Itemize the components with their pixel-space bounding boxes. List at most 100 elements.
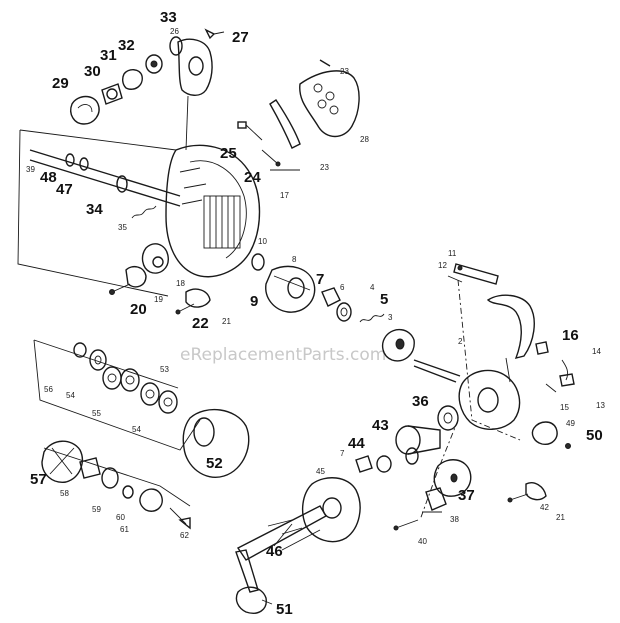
label-43: 43: [372, 417, 389, 434]
label-35: 35: [118, 223, 127, 232]
label-56: 56: [44, 385, 53, 394]
part-16-frame: [458, 294, 549, 430]
label-39: 39: [26, 165, 35, 174]
part-26-bolt: [169, 36, 183, 56]
part-43-pinion: [395, 425, 441, 465]
part-20-screw: [109, 283, 131, 295]
label-18: 18: [176, 279, 185, 288]
part-62-clip: [169, 507, 191, 530]
part-44-bearing: [376, 455, 392, 473]
label-33: 33: [160, 9, 177, 26]
part-53-drag-washer: [102, 366, 122, 390]
part-37-gear: [433, 459, 472, 497]
label-26: 26: [170, 27, 179, 36]
part-10-washer: [251, 253, 265, 271]
label-51: 51: [276, 601, 293, 618]
label-17: 17: [280, 191, 289, 200]
label-50: 50: [586, 427, 603, 444]
label-20: 20: [130, 301, 147, 318]
part-17-rotor-body: [165, 144, 261, 278]
label-16: 16: [562, 327, 579, 344]
part-25-pin: [237, 121, 263, 141]
label-27: 27: [232, 29, 249, 46]
label-31: 31: [100, 47, 117, 64]
label-23-mid: 23: [320, 163, 329, 172]
leader-lines: [261, 169, 321, 605]
part-11-handle-rod: [453, 263, 499, 285]
label-10: 10: [258, 237, 267, 246]
label-57: 57: [30, 471, 47, 488]
label-28: 28: [360, 135, 369, 144]
label-60: 60: [116, 513, 125, 522]
label-7-bottom: 7: [340, 449, 345, 458]
part-12-screw: [447, 275, 463, 283]
label-23-top: 23: [340, 67, 349, 76]
label-7-top: 7: [316, 271, 324, 288]
part-6-washer: [336, 302, 352, 322]
label-34: 34: [86, 201, 103, 218]
part-7-nut: [321, 287, 341, 307]
label-38: 38: [450, 515, 459, 524]
part-35-spring: [131, 205, 157, 219]
part-36-gear: [437, 405, 459, 431]
part-28-side-cover: [299, 59, 360, 138]
label-3: 3: [388, 313, 393, 322]
label-54-a: 54: [66, 391, 75, 400]
part-23-rod: [269, 99, 301, 149]
axis-line: [419, 279, 521, 521]
part-53b-washer: [158, 390, 178, 414]
part-58-nut: [79, 457, 101, 479]
part-4-spring: [359, 313, 385, 323]
label-40: 40: [418, 537, 427, 546]
label-32: 32: [118, 37, 135, 54]
part-46-handle-arm: [236, 505, 327, 561]
part-61-gear: [139, 488, 163, 512]
part-49-cap: [531, 421, 558, 445]
part-7b-nut: [355, 455, 373, 473]
label-53: 53: [160, 365, 169, 374]
part-9-spool-skirt: [265, 265, 316, 313]
part-22-21-plate: [175, 288, 211, 315]
part-30-bushing: [101, 83, 123, 105]
label-5: 5: [380, 291, 388, 308]
label-62: 62: [180, 531, 189, 540]
part-24-screw: [261, 149, 281, 167]
label-22: 22: [192, 315, 209, 332]
label-55: 55: [92, 409, 101, 418]
part-32-washer: [145, 54, 163, 74]
part-2-shaft: [413, 359, 461, 383]
part-45-housing: [301, 477, 361, 543]
label-58: 58: [60, 489, 69, 498]
part-38-plate: [422, 487, 447, 513]
label-36: 36: [412, 393, 429, 410]
part-40-screw: [393, 519, 419, 531]
bottom-bracket-outline: [43, 447, 191, 507]
label-42: 42: [540, 503, 549, 512]
part-27-screw: [204, 28, 225, 40]
part-18-lever: [141, 243, 169, 274]
label-8: 8: [292, 255, 297, 264]
part-56-washer: [73, 342, 87, 358]
label-29: 29: [52, 75, 69, 92]
part-57-cap: [41, 440, 84, 483]
label-44: 44: [348, 435, 365, 452]
part-51-handle-knob: [235, 549, 267, 614]
part-29-bail-spring: [70, 95, 100, 125]
part-59-bushing: [101, 467, 119, 489]
part-60-washer: [122, 485, 134, 499]
label-12: 12: [438, 261, 447, 270]
label-19: 19: [154, 295, 163, 304]
watermark: eReplacementParts.com: [180, 345, 386, 365]
label-37: 37: [458, 487, 475, 504]
label-9: 9: [250, 293, 258, 310]
label-52: 52: [206, 455, 223, 472]
part-19-clip: [125, 265, 147, 288]
label-2: 2: [458, 337, 463, 346]
label-14: 14: [592, 347, 601, 356]
label-4: 4: [370, 283, 375, 292]
label-21-right: 21: [556, 513, 565, 522]
label-46: 46: [266, 543, 283, 560]
label-54-b: 54: [132, 425, 141, 434]
part-14-13-15-spring-clip: [545, 359, 575, 393]
label-21-left: 21: [222, 317, 231, 326]
